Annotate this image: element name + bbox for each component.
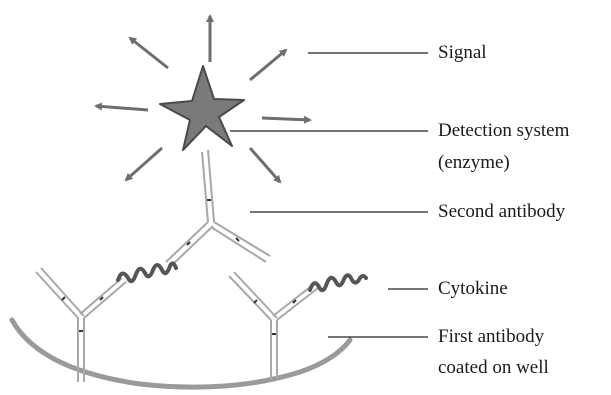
signal-arrow <box>126 148 162 180</box>
label-detection-enzyme: (enzyme) <box>438 152 510 174</box>
signal-arrow <box>250 148 280 182</box>
well-surface <box>12 320 350 387</box>
signal-arrow <box>96 106 148 110</box>
signal-arrow <box>250 50 286 80</box>
leader-lines <box>230 53 428 337</box>
enzyme-star-icon <box>160 66 244 150</box>
label-coated-on-well: coated on well <box>438 357 549 379</box>
label-second-antibody: Second antibody <box>438 201 565 223</box>
label-first-antibody: First antibody <box>438 326 544 348</box>
label-detection-system: Detection system <box>438 120 569 142</box>
label-signal: Signal <box>438 42 487 64</box>
cytokine-left <box>118 263 176 281</box>
first-antibody-right <box>229 272 318 380</box>
first-antibody-left <box>36 268 126 382</box>
second-antibody <box>166 150 270 266</box>
signal-arrow <box>130 38 168 68</box>
signal-arrow <box>262 118 310 120</box>
cytokine-right <box>310 275 366 290</box>
label-cytokine: Cytokine <box>438 278 508 300</box>
